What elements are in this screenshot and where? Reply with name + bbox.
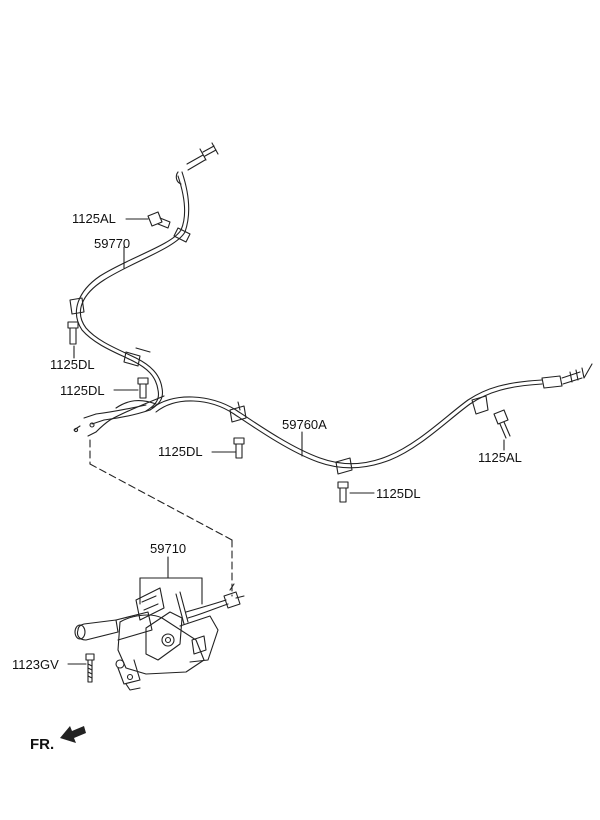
lever-59710-drawing: [74, 583, 245, 691]
bolt-1125dl-b-drawing: [137, 377, 149, 399]
bolt-1125dl-d-drawing: [337, 481, 349, 503]
label-59760a: 59760A: [282, 417, 327, 432]
label-1125dl-a: 1125DL: [50, 357, 95, 372]
label-59710: 59710: [150, 541, 187, 556]
front-arrow-icon: [60, 726, 86, 743]
bolt-1123gv-drawing: [85, 653, 95, 683]
label-1125dl-b: 1125DL: [60, 383, 105, 398]
bolt-1125al-right-drawing: [493, 409, 511, 439]
bolt-1125al-upper-drawing: [147, 211, 171, 229]
label-1125al-upper: 1125AL: [72, 211, 116, 226]
bolt-1125dl-c-drawing: [233, 437, 245, 459]
dashed-link: [89, 439, 233, 597]
label-1125dl-c: 1125DL: [158, 444, 203, 459]
front-direction-label: FR.: [30, 736, 55, 753]
label-59770: 59770: [94, 236, 131, 251]
label-1125dl-d: 1125DL: [376, 486, 421, 501]
label-1123gv: 1123GV: [12, 657, 59, 672]
bolt-1125dl-a-drawing: [67, 321, 79, 345]
cable-59760a: [115, 363, 593, 475]
label-1125al-right: 1125AL: [478, 450, 522, 465]
leader-lines: [67, 218, 505, 665]
